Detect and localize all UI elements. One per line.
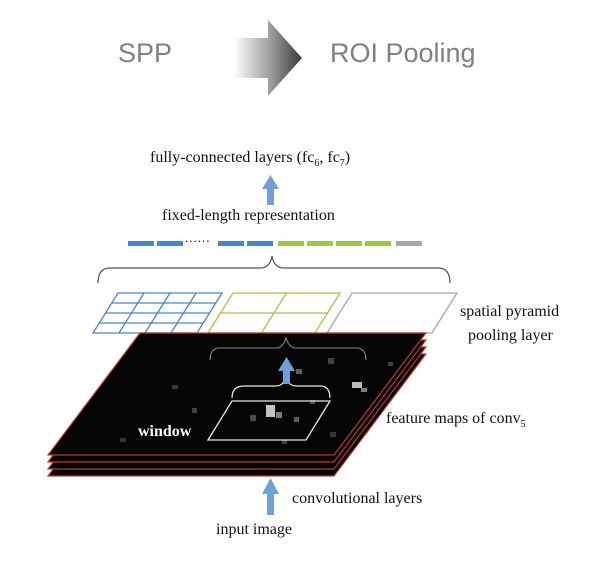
pyramid-grid-4x4 [91,292,224,334]
feature-map-stack [46,332,428,477]
window-label: window [138,423,192,440]
window-up-arrow-icon [278,357,295,384]
pyramid-grid-2x2 [206,292,342,334]
input-image-label: input image [216,521,292,538]
pyramid-grid-1x1 [325,292,459,334]
feature-maps-label: feature maps of conv5 [386,410,526,431]
fc-up-arrow-icon [262,175,279,205]
conv-layers-label: convolutional layers [292,490,423,507]
fc-layers-label: fully-connected layers (fc6, fc7) [150,149,351,170]
conv-up-arrow-icon [262,478,279,515]
roi-pooling-title: ROI Pooling [330,38,476,68]
spp-layer-label-2: pooling layer [468,327,553,344]
spp-title: SPP [118,38,173,68]
fixed-length-vector [128,241,422,246]
spp-layer-label-1: spatial pyramid [460,303,560,320]
top-brace [97,255,451,284]
vector-ellipsis: ...... [185,230,211,245]
fixed-length-label: fixed-length representation [162,207,335,224]
window-rectangle [206,400,332,441]
activation-blobs [120,358,393,444]
transition-arrow-icon [234,20,302,96]
pyramid-brace [209,336,367,361]
